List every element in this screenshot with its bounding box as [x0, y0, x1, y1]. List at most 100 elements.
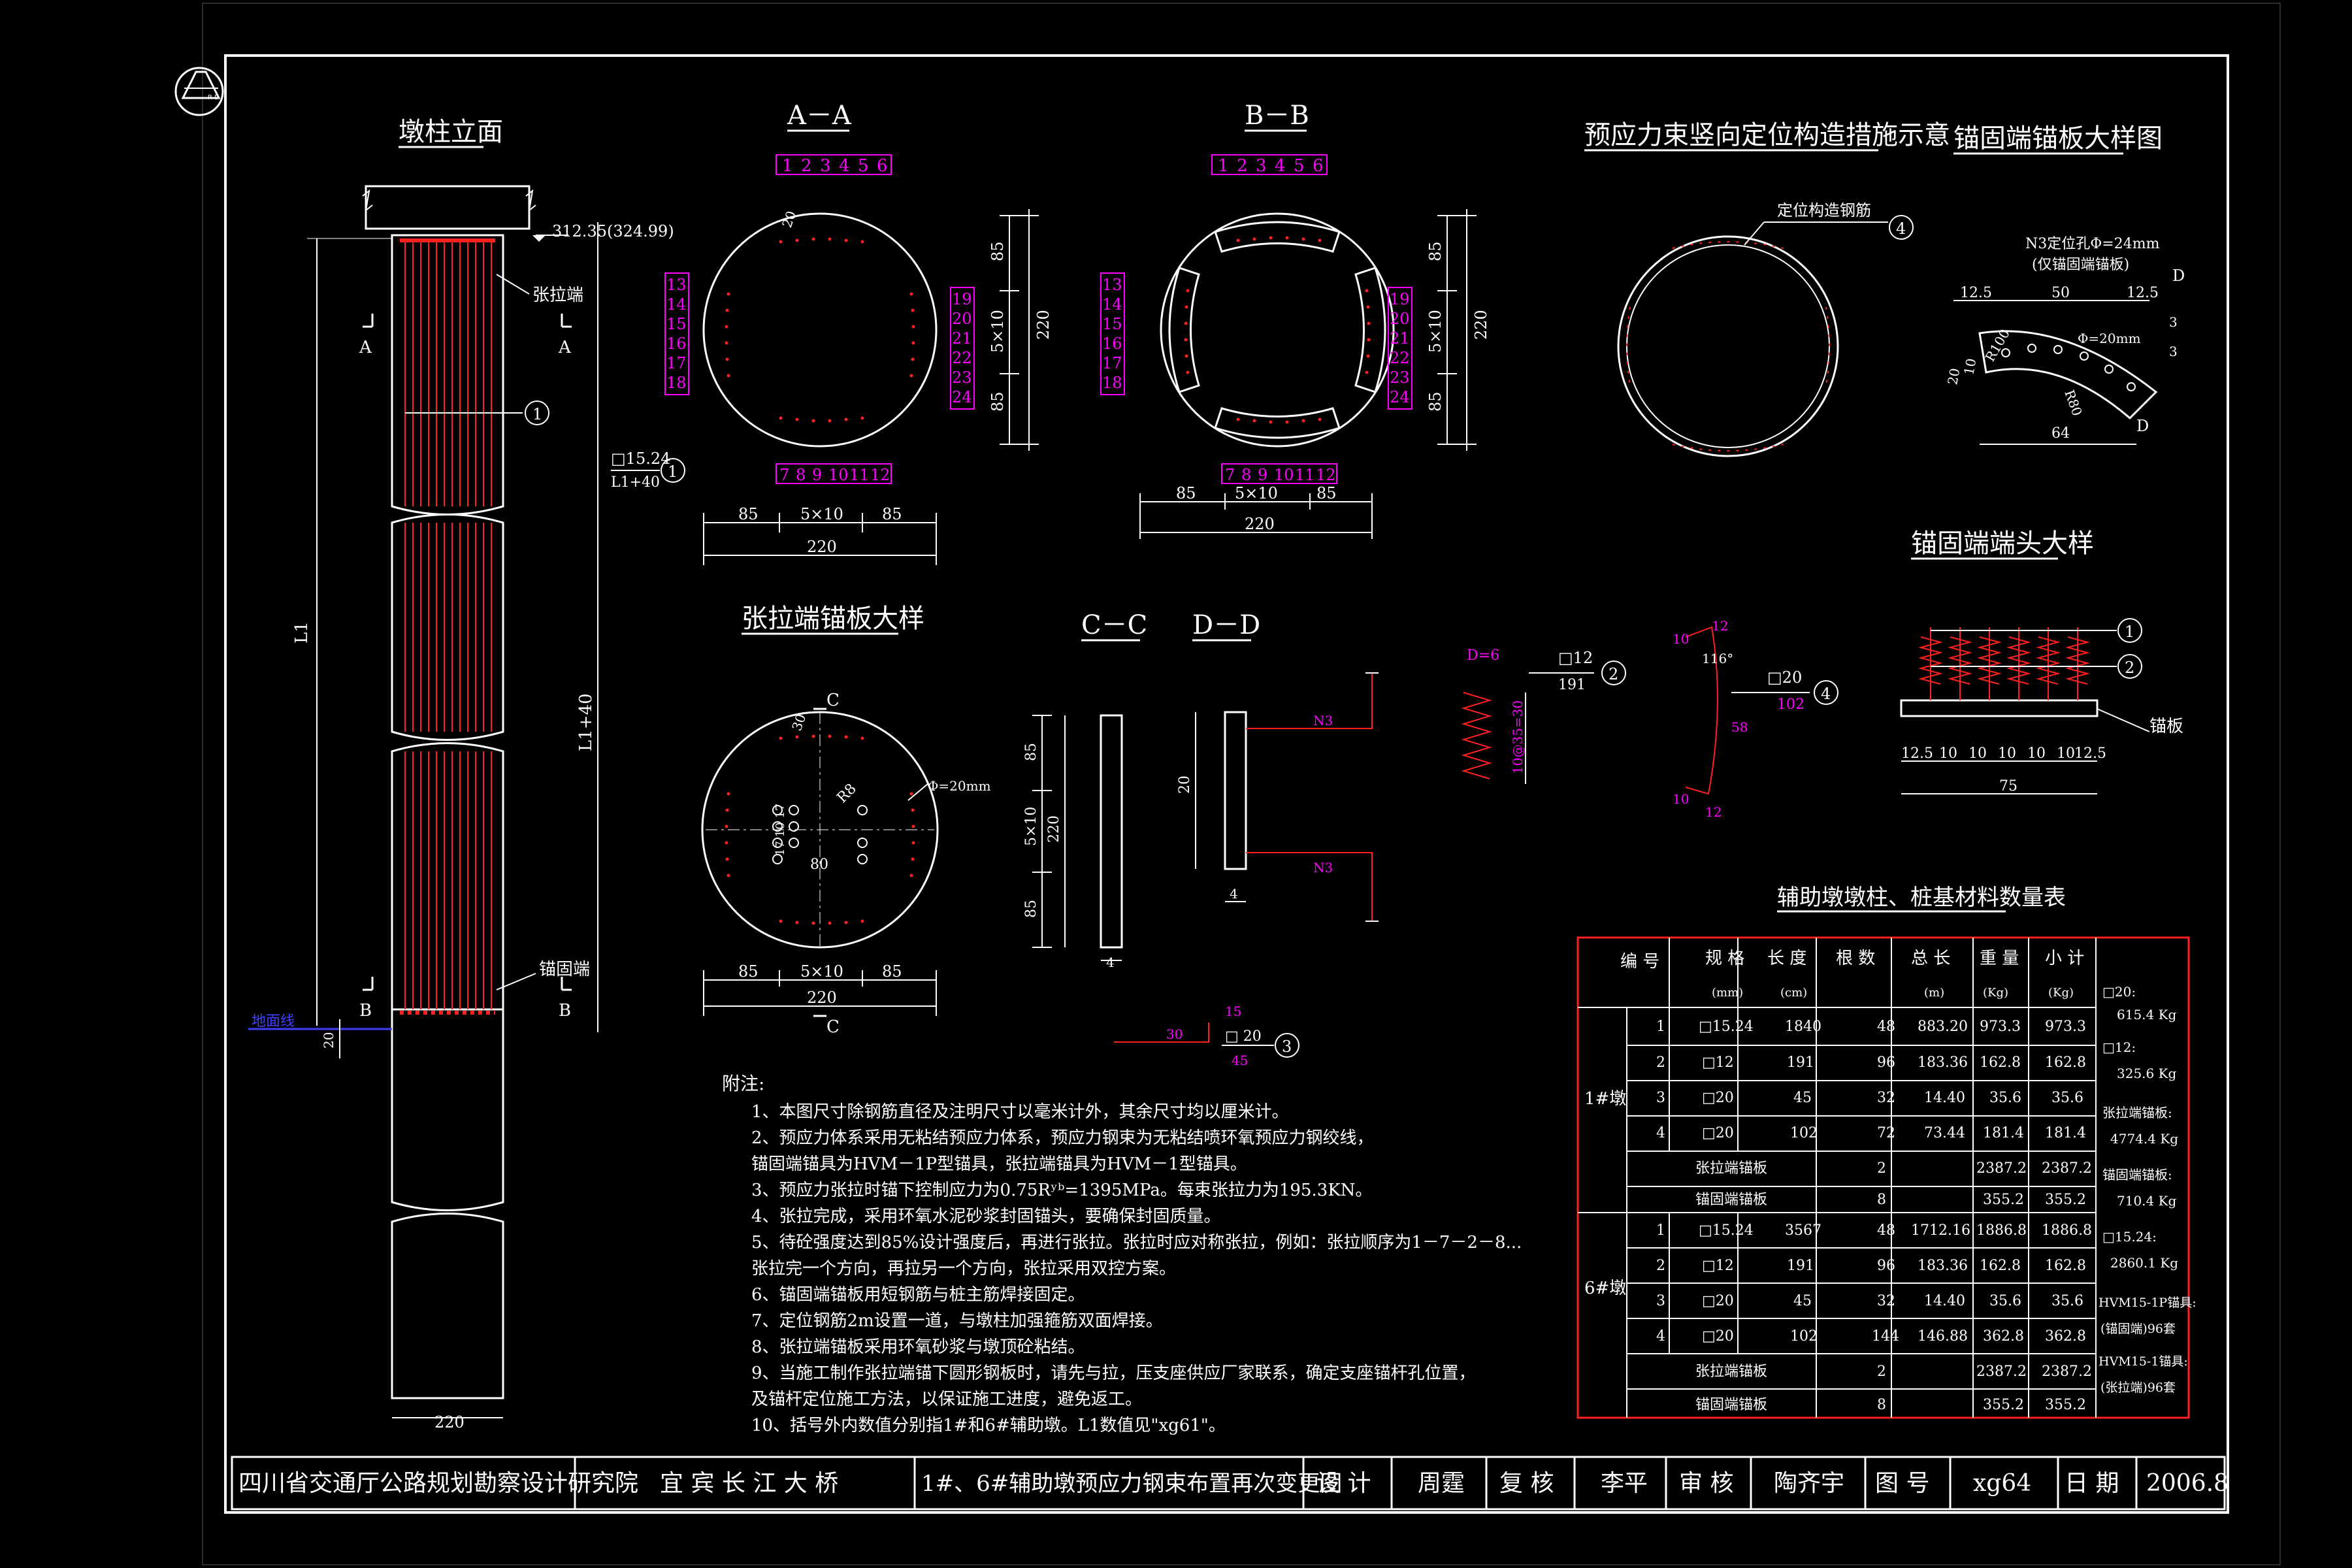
svg-text:45: 45 — [1232, 1053, 1248, 1068]
svg-text:D=6: D=6 — [1467, 647, 1499, 664]
table-row: 3 □20 45 32 14.40 35.6 35.6 — [1656, 1090, 2083, 1106]
svg-text:□15.24: □15.24 — [1699, 1222, 1754, 1239]
table-row: 3 □20 45 32 14.40 35.6 35.6 — [1656, 1293, 2083, 1309]
svg-text:64: 64 — [2051, 425, 2070, 442]
svg-text:17: 17 — [1102, 354, 1122, 372]
svg-text:7: 7 — [779, 466, 789, 484]
svg-text:张拉端锚板: 张拉端锚板 — [1695, 1364, 1767, 1380]
svg-text:85: 85 — [1023, 743, 1039, 761]
svg-text:B: B — [559, 1001, 571, 1021]
svg-text:N3: N3 — [1313, 860, 1333, 875]
svg-text:8: 8 — [1877, 1397, 1886, 1413]
svg-text:4: 4 — [1656, 1328, 1665, 1345]
svg-text:编 号: 编 号 — [1620, 952, 1659, 972]
svg-text:4: 4 — [1821, 685, 1831, 703]
svg-text:1: 1 — [532, 405, 542, 423]
svg-text:220: 220 — [807, 538, 837, 556]
svg-text:D: D — [2172, 267, 2185, 285]
svg-text:21: 21 — [1390, 329, 1410, 348]
svg-text:2: 2 — [1877, 1364, 1886, 1380]
svg-text:10: 10 — [2057, 745, 2075, 762]
svg-text:85: 85 — [738, 962, 759, 981]
svg-text:4774.4 Kg: 4774.4 Kg — [2110, 1131, 2178, 1147]
svg-text:6: 6 — [877, 156, 888, 176]
svg-text:3: 3 — [1256, 156, 1267, 176]
svg-text:162.8: 162.8 — [1980, 1054, 2021, 1071]
svg-text:116°: 116° — [1702, 651, 1733, 666]
svg-text:35.6: 35.6 — [2051, 1090, 2083, 1106]
svg-text:50: 50 — [2051, 285, 2070, 301]
svg-text:3: 3 — [1282, 1037, 1292, 1056]
svg-text:220: 220 — [434, 1413, 465, 1431]
svg-text:2860.1 Kg: 2860.1 Kg — [2110, 1255, 2178, 1271]
svg-text:24: 24 — [952, 388, 972, 406]
title-anchor-head: 锚固端端头大样 — [1911, 529, 2094, 559]
svg-text:□20: □20 — [1702, 1328, 1734, 1345]
svg-text:HVM15-1锚具:: HVM15-1锚具: — [2099, 1354, 2188, 1369]
svg-text:5×10: 5×10 — [1235, 484, 1278, 502]
title-section-aa: A－A — [787, 101, 852, 131]
svg-text:85: 85 — [738, 505, 759, 523]
svg-text:18: 18 — [666, 374, 687, 392]
svg-text:14.40: 14.40 — [1924, 1090, 1965, 1106]
svg-text:102: 102 — [1790, 1125, 1818, 1141]
title-elevation: 墩柱立面 — [399, 117, 503, 147]
svg-text:45: 45 — [1793, 1293, 1812, 1309]
svg-text:12: 12 — [870, 466, 890, 484]
svg-text:355.2: 355.2 — [1983, 1397, 2024, 1413]
table-row: 锚固端锚板 8 355.2 355.2 — [1695, 1192, 2086, 1208]
svg-text:3: 3 — [1656, 1293, 1665, 1309]
svg-text:1: 1 — [1656, 1222, 1665, 1239]
designer: 周霆 — [1418, 1470, 1465, 1497]
svg-text:325.6 Kg: 325.6 Kg — [2117, 1066, 2177, 1081]
svg-text:锚固端锚板: 锚固端锚板 — [1695, 1192, 1767, 1208]
bb-right-numbers: 19 20 21 22 23 24 — [1390, 290, 1410, 406]
svg-text:□20:: □20: — [2102, 984, 2136, 1000]
svg-text:16: 16 — [1102, 335, 1122, 353]
table-row: 2 □12 191 96 183.36 162.8 162.8 — [1656, 1054, 2086, 1071]
table-rows-1: 1 □15.24 1840 48 883.20 973.3 973.3 2 □1… — [1656, 1019, 2092, 1208]
svg-text:1840: 1840 — [1785, 1019, 1821, 1035]
svg-text:9: 9 — [1258, 466, 1267, 484]
svg-text:Φ=20mm: Φ=20mm — [928, 778, 991, 794]
svg-text:11: 11 — [1295, 466, 1315, 484]
section-aa: A－A 1 2 3 4 5 6 7 8 9 10 11 12 13 — [664, 101, 1053, 565]
drawing-date: 2006.8 — [2146, 1470, 2229, 1497]
svg-text:(Kg): (Kg) — [2048, 986, 2074, 1000]
svg-text:及锚杆定位施工方法，以保证施工进度，避免返工。: 及锚杆定位施工方法，以保证施工进度，避免返工。 — [751, 1390, 1142, 1409]
svg-text:15: 15 — [1102, 315, 1122, 333]
svg-text:(mm): (mm) — [1712, 986, 1743, 1000]
svg-text:2387.2: 2387.2 — [1976, 1364, 2027, 1380]
svg-text:2、预应力体系采用无粘结预应力体系，预应力钢束为无粘结喷环氧: 2、预应力体系采用无粘结预应力体系，预应力钢束为无粘结喷环氧预应力钢绞线， — [751, 1128, 1374, 1148]
drawing-number: xg64 — [1973, 1470, 2031, 1497]
svg-text:锚固端锚板:: 锚固端锚板: — [2102, 1167, 2172, 1183]
svg-text:75: 75 — [1999, 778, 2017, 794]
svg-text:58: 58 — [1731, 719, 1748, 735]
tension-plate-detail: 张拉端锚板大样 C C 30 80 R8 17 10 17 Φ=20mm 85 … — [701, 604, 991, 1037]
svg-text:10: 10 — [828, 466, 849, 484]
svg-text:2: 2 — [1656, 1258, 1665, 1274]
svg-text:32: 32 — [1877, 1090, 1895, 1106]
svg-text:1: 1 — [2125, 623, 2134, 641]
elev-label: 312.35(324.99) — [552, 222, 674, 240]
svg-text:N3: N3 — [1313, 713, 1333, 728]
title-anchor-plate: 锚固端锚板大样图 — [1953, 123, 2163, 154]
svg-text:4、张拉完成，采用环氧水泥砂浆封固锚头，要确保封固质量。: 4、张拉完成，采用环氧水泥砂浆封固锚头，要确保封固质量。 — [751, 1207, 1221, 1226]
svg-text:362.8: 362.8 — [2045, 1328, 2086, 1345]
svg-text:□12: □12 — [1702, 1258, 1734, 1274]
elevation-view: 墩柱立面 312.35(324.99) 张拉端 1 锚固端 — [248, 117, 685, 1431]
svg-text:85: 85 — [988, 241, 1007, 261]
table-row: 张拉端锚板 2 2387.2 2387.2 — [1695, 1364, 2092, 1380]
svg-text:4: 4 — [839, 156, 850, 176]
svg-text:16: 16 — [666, 335, 687, 353]
svg-text:1: 1 — [1218, 156, 1229, 176]
drawing-title: 1#、6#辅助墩预应力钢束布置再次变更图 — [921, 1471, 1342, 1497]
svg-text:85: 85 — [988, 391, 1007, 412]
table-row: 2 □12 191 96 183.36 162.8 162.8 — [1656, 1258, 2086, 1274]
svg-text:8: 8 — [796, 466, 806, 484]
svg-text:Φ=20mm: Φ=20mm — [2078, 331, 2141, 346]
svg-text:2: 2 — [1656, 1054, 1665, 1071]
svg-text:10: 10 — [1939, 745, 1957, 762]
svg-text:12: 12 — [1705, 804, 1722, 820]
svg-text:5×10: 5×10 — [1426, 310, 1445, 353]
